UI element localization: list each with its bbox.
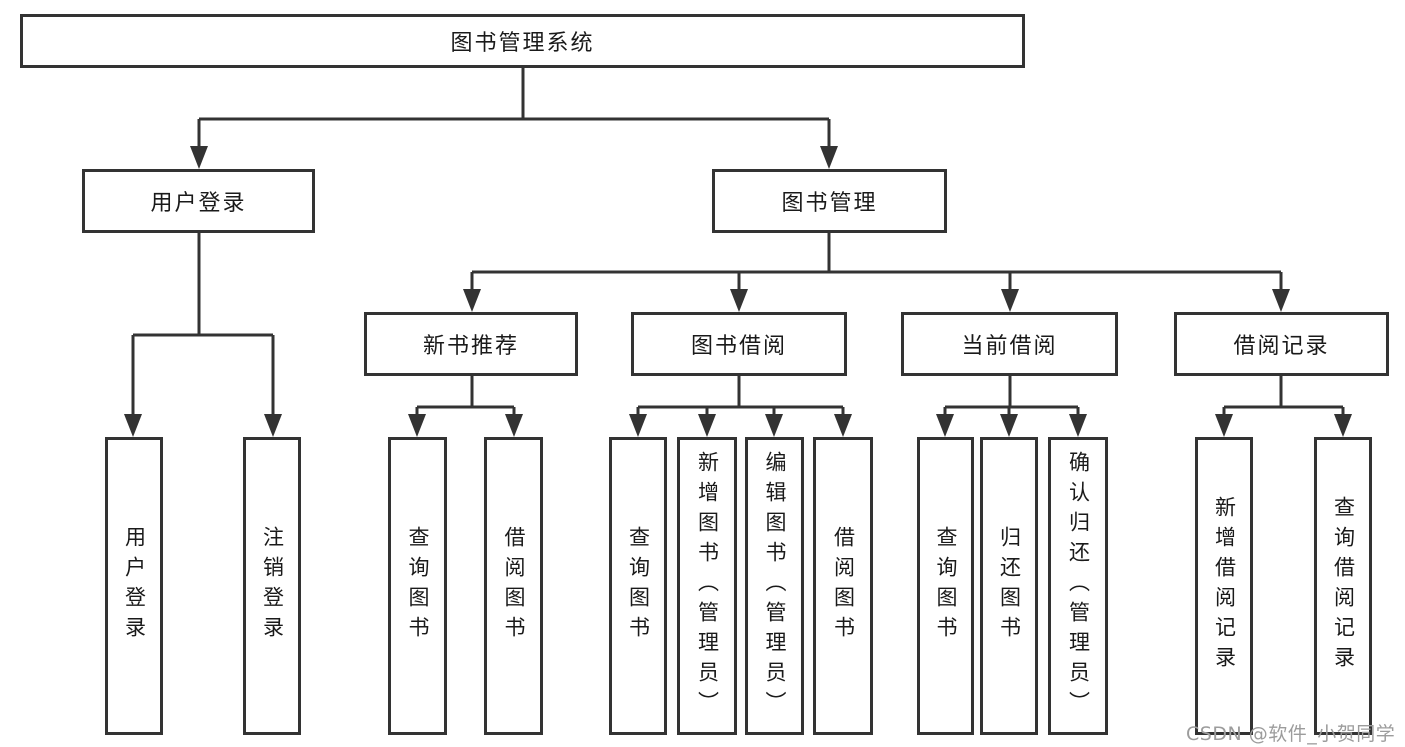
- leaf-edit-book-admin-label: 编辑图书（管理员）: [763, 451, 787, 721]
- node-book-management: 图书管理: [712, 169, 947, 233]
- leaf-logout-label: 注销登录: [260, 526, 285, 646]
- arrowheads: [124, 146, 1352, 437]
- leaf-recommend-query-book-label: 查询图书: [406, 526, 430, 646]
- leaf-recommend-query-book: 查询图书: [388, 437, 447, 735]
- connector-strokes: [131, 68, 1345, 416]
- leaf-current-query-book-label: 查询图书: [934, 526, 958, 646]
- leaf-user-login: 用户登录: [105, 437, 163, 735]
- node-borrow-records: 借阅记录: [1174, 312, 1389, 376]
- node-library-system: 图书管理系统: [20, 14, 1025, 68]
- leaf-user-login-label: 用户登录: [122, 526, 147, 646]
- leaf-edit-book-admin: 编辑图书（管理员）: [745, 437, 804, 735]
- leaf-add-book-admin: 新增图书（管理员）: [677, 437, 737, 735]
- leaf-recommend-borrow-book: 借阅图书: [484, 437, 543, 735]
- leaf-confirm-return-admin-label: 确认归还（管理员）: [1066, 451, 1091, 721]
- leaf-confirm-return-admin: 确认归还（管理员）: [1048, 437, 1108, 735]
- leaf-query-borrow-record: 查询借阅记录: [1314, 437, 1372, 735]
- leaf-borrow-query-book-label: 查询图书: [626, 526, 651, 646]
- leaf-return-book: 归还图书: [980, 437, 1038, 735]
- leaf-logout: 注销登录: [243, 437, 301, 735]
- leaf-recommend-borrow-book-label: 借阅图书: [502, 526, 526, 646]
- node-user-login: 用户登录: [82, 169, 315, 233]
- leaf-current-query-book: 查询图书: [917, 437, 974, 735]
- leaf-add-borrow-record-label: 新增借阅记录: [1212, 496, 1237, 676]
- leaf-add-book-admin-label: 新增图书（管理员）: [695, 451, 720, 721]
- leaf-add-borrow-record: 新增借阅记录: [1195, 437, 1253, 735]
- leaf-borrow-book: 借阅图书: [813, 437, 873, 735]
- node-book-borrow: 图书借阅: [631, 312, 847, 376]
- leaf-query-borrow-record-label: 查询借阅记录: [1331, 496, 1356, 676]
- leaf-borrow-query-book: 查询图书: [609, 437, 667, 735]
- node-new-book-recommend: 新书推荐: [364, 312, 578, 376]
- csdn-watermark: CSDN @软件_小贺同学: [1186, 723, 1396, 745]
- leaf-return-book-label: 归还图书: [997, 526, 1022, 646]
- node-current-borrow: 当前借阅: [901, 312, 1118, 376]
- leaf-borrow-book-label: 借阅图书: [831, 526, 856, 646]
